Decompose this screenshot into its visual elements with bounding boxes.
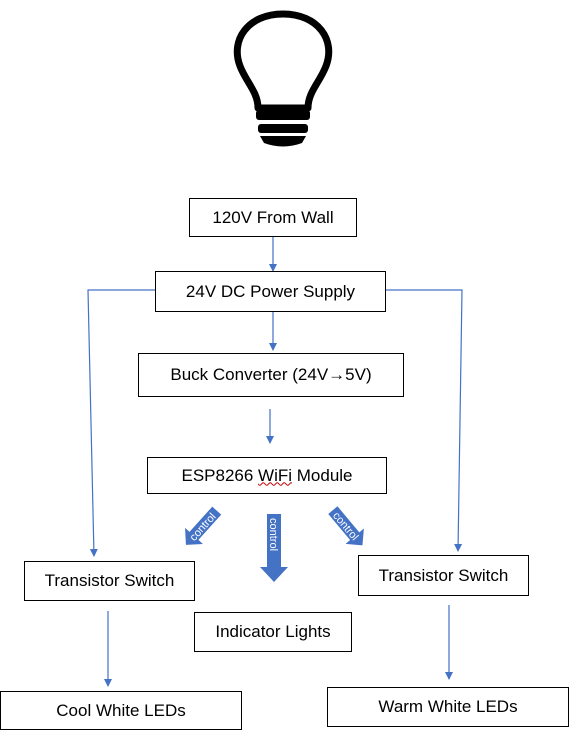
node-warm-white-leds: Warm White LEDs bbox=[327, 687, 569, 727]
node-esp8266-label-suffix: Module bbox=[292, 465, 353, 485]
node-24v-power-supply: 24V DC Power Supply bbox=[155, 271, 386, 312]
node-transistor-switch-right-label: Transistor Switch bbox=[378, 565, 509, 585]
control-arrow-right: control bbox=[328, 506, 364, 546]
control-arrow-left: control bbox=[185, 506, 222, 545]
node-cool-white-leds-label: Cool White LEDs bbox=[56, 700, 186, 720]
control-label-right: control bbox=[330, 510, 360, 543]
control-label-center: control bbox=[267, 518, 279, 551]
control-label-left: control bbox=[188, 511, 219, 544]
node-esp8266-module: ESP8266 WiFi Module bbox=[147, 457, 387, 494]
node-warm-white-leds-label: Warm White LEDs bbox=[378, 697, 518, 716]
arrow-psu-to-right-switch bbox=[386, 289, 463, 552]
node-esp8266-label-prefix: ESP8266 bbox=[181, 465, 259, 485]
control-arrow-center: control bbox=[260, 514, 288, 582]
node-transistor-switch-left-label: Transistor Switch bbox=[44, 571, 175, 590]
node-cool-white-leds: Cool White LEDs bbox=[0, 691, 242, 730]
node-120v-from-wall: 120V From Wall bbox=[189, 198, 357, 237]
arrow-psu-to-left-switch bbox=[87, 289, 155, 557]
node-120v-from-wall-label: 120V From Wall bbox=[212, 207, 334, 227]
node-buck-converter-label: Buck Converter (24V→5V) bbox=[170, 365, 372, 384]
node-esp8266-label-spellcheck: WiFi bbox=[258, 465, 293, 485]
node-buck-converter: Buck Converter (24V→5V) bbox=[138, 353, 404, 397]
node-transistor-switch-left: Transistor Switch bbox=[24, 561, 195, 601]
light-bulb-icon bbox=[233, 10, 333, 147]
node-indicator-lights-label: Indicator Lights bbox=[215, 622, 331, 641]
node-24v-power-supply-label: 24V DC Power Supply bbox=[185, 281, 356, 301]
node-indicator-lights: Indicator Lights bbox=[194, 612, 352, 652]
node-transistor-switch-right: Transistor Switch bbox=[358, 555, 529, 596]
